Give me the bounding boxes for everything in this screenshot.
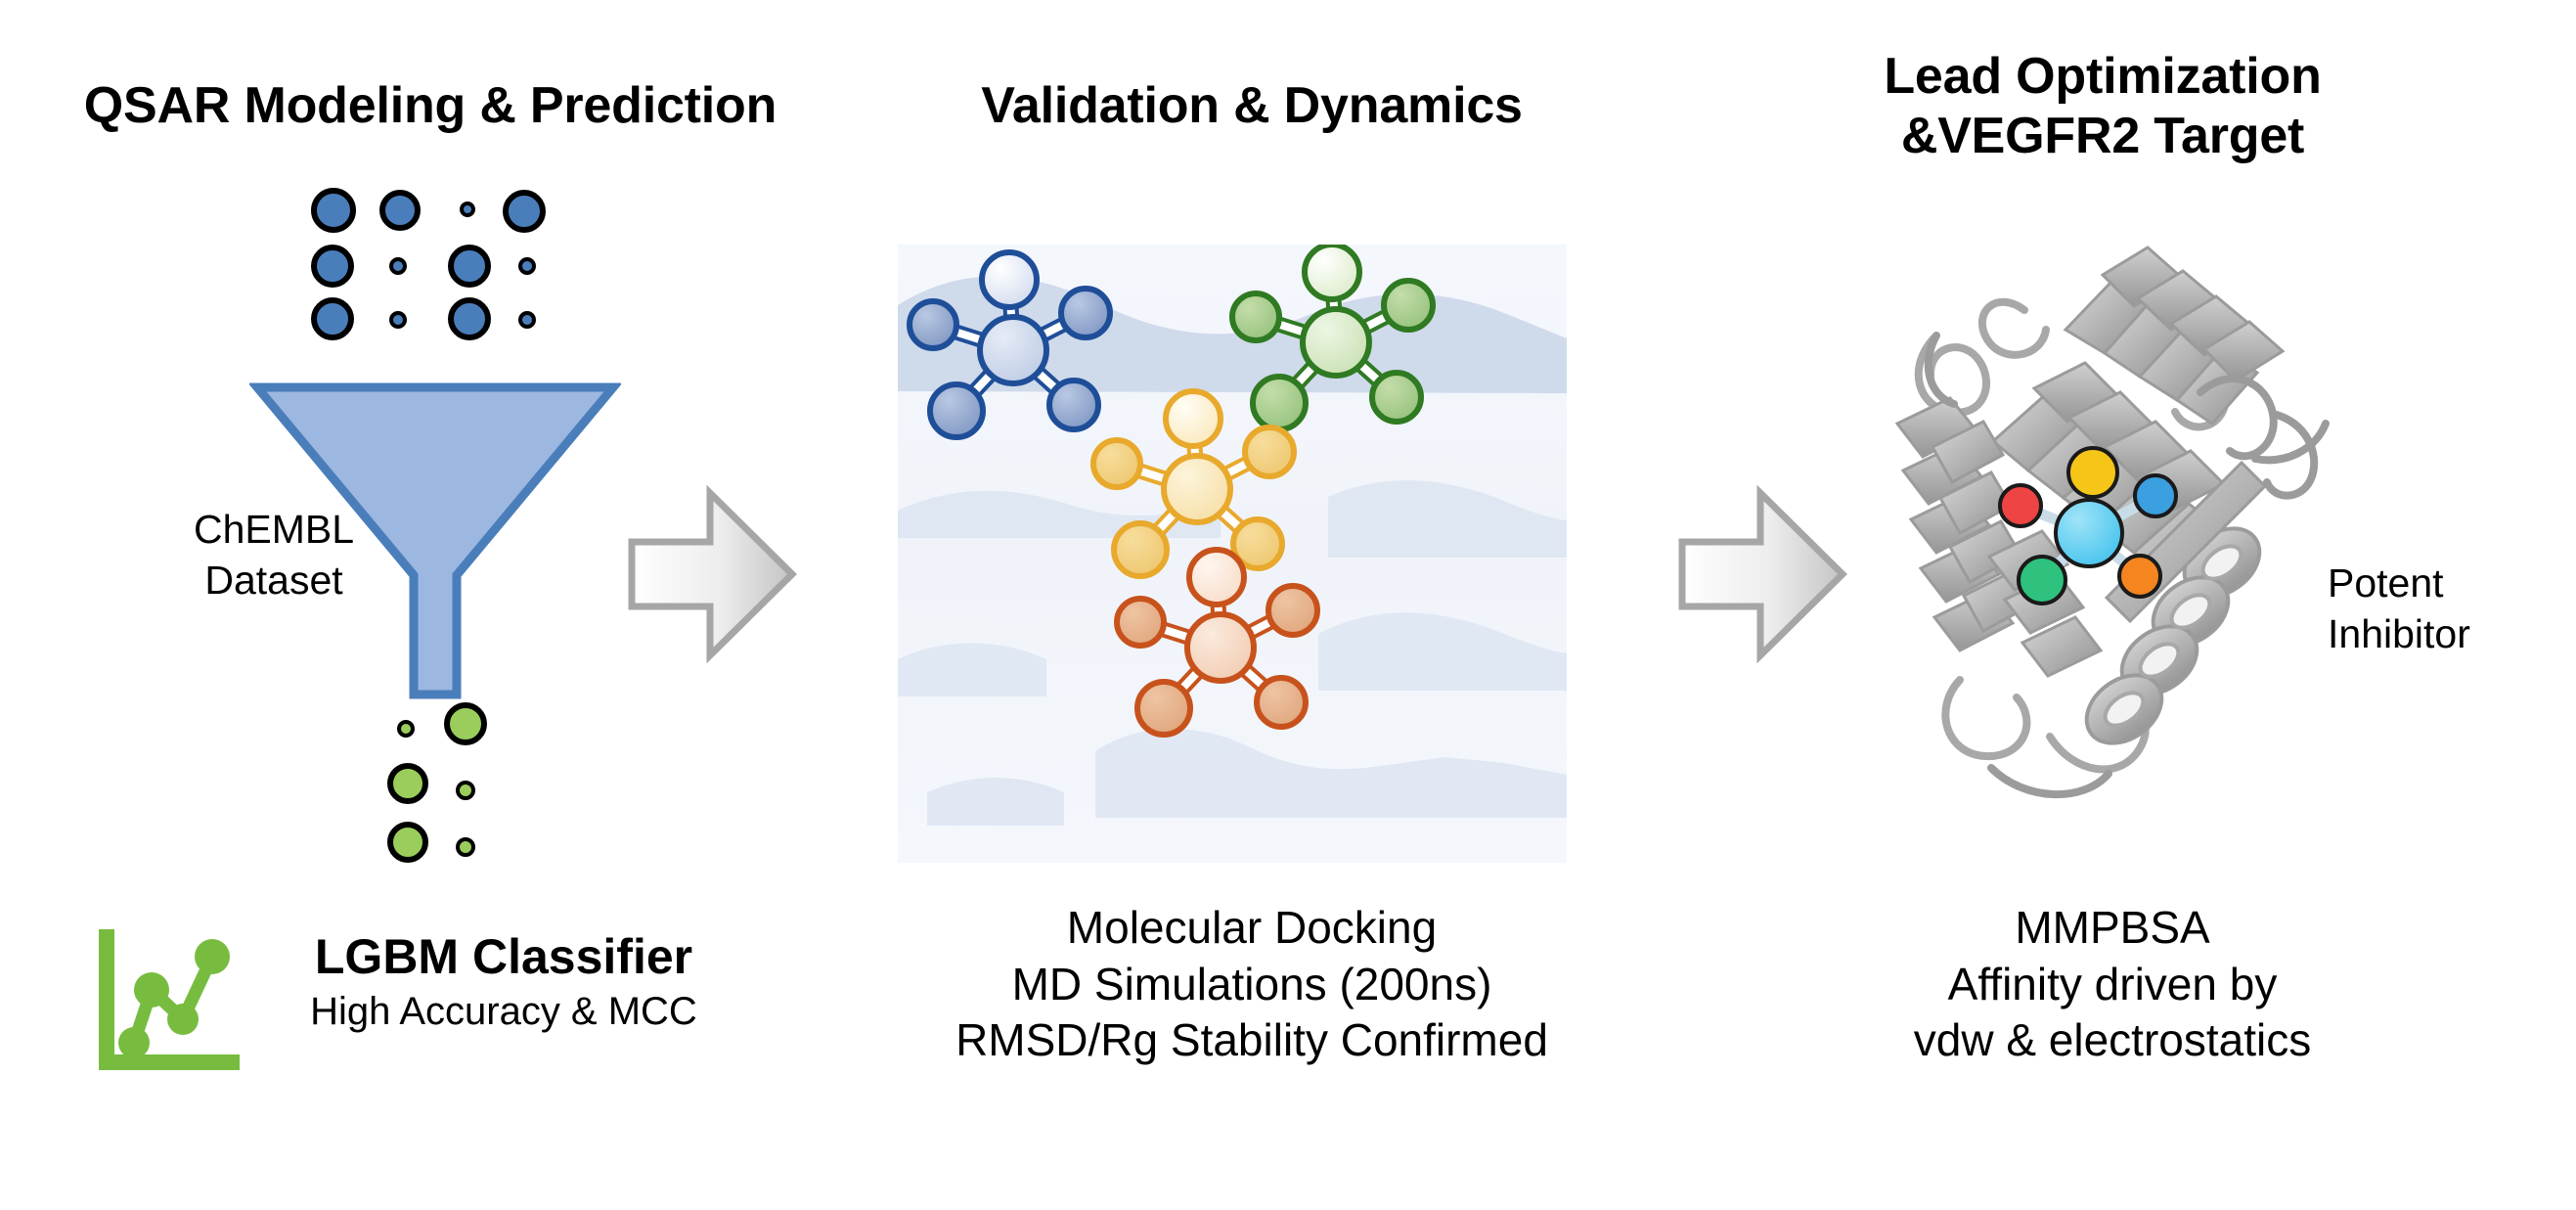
dot	[448, 297, 491, 340]
dot	[503, 190, 546, 233]
dot	[460, 202, 475, 217]
input-compound-dots	[311, 188, 555, 344]
ligand-atom-bottom-right	[2117, 554, 2162, 599]
arrow-validation-to-lead	[1678, 484, 1847, 664]
lgbm-classifier-block: LGBM Classifier High Accuracy & MCC	[93, 929, 719, 1086]
filtered-compound-dots	[340, 702, 536, 878]
dot	[444, 702, 487, 745]
ligand-atom-center	[2054, 498, 2124, 568]
lgbm-metric: High Accuracy & MCC	[310, 990, 697, 1033]
dot	[518, 257, 536, 275]
lgbm-title: LGBM Classifier	[314, 929, 693, 984]
ligand-atom-top	[2066, 446, 2119, 499]
ribbon-helix-top-b	[2100, 246, 2286, 382]
panel-lead-caption: MMPBSA Affinity driven by vdw & electros…	[1913, 902, 2312, 1065]
dot	[448, 245, 491, 288]
wave-band	[898, 612, 1567, 696]
ligand-atom-right	[2133, 473, 2178, 518]
panel-validation: Validation & Dynamics	[861, 0, 1643, 1210]
dot	[389, 257, 407, 275]
potent-inhibitor-label: Potent Inhibitor	[2328, 560, 2470, 657]
md-simulation-box	[898, 245, 1567, 863]
ligand-atom-left	[1998, 483, 2043, 528]
protein-structure	[1878, 220, 2425, 851]
ligand-atom-bottom-left	[2017, 555, 2067, 605]
ribbon-helix-right-holes	[2103, 544, 2243, 728]
dot	[456, 781, 475, 800]
line-chart-icon	[99, 929, 240, 1070]
dot	[389, 311, 407, 329]
arrow-qsar-to-validation	[628, 484, 797, 664]
dot	[518, 311, 536, 329]
dot	[387, 763, 428, 804]
dot	[311, 297, 354, 340]
dot	[456, 837, 475, 857]
molecule-orange	[1114, 547, 1320, 738]
dot	[311, 245, 354, 288]
panel-validation-title: Validation & Dynamics	[981, 77, 1523, 134]
panel-qsar: QSAR Modeling & Prediction ChEMBL Datase…	[0, 0, 861, 1210]
panel-lead-title: Lead Optimization &VEGFR2 Target	[1884, 48, 2322, 164]
lgbm-text-group: LGBM Classifier High Accuracy & MCC	[289, 929, 719, 1035]
ribbon-tail	[1924, 332, 2330, 799]
molecule-yellow	[1090, 388, 1297, 579]
dot	[387, 822, 428, 863]
wave-band	[927, 729, 1567, 826]
dot	[397, 720, 415, 738]
dot	[311, 188, 356, 233]
panel-lead-optimization: Lead Optimization &VEGFR2 Target	[1643, 0, 2576, 1210]
chembl-dataset-label: ChEMBL Dataset	[193, 507, 355, 604]
panel-qsar-title: QSAR Modeling & Prediction	[83, 77, 777, 134]
funnel-shape	[249, 382, 621, 699]
panel-validation-caption: Molecular Docking MD Simulations (200ns)…	[955, 902, 1548, 1065]
molecule-blue	[907, 249, 1113, 440]
dot	[379, 190, 421, 231]
molecule-green	[1229, 245, 1436, 432]
ligand-molecule	[1998, 446, 2178, 605]
